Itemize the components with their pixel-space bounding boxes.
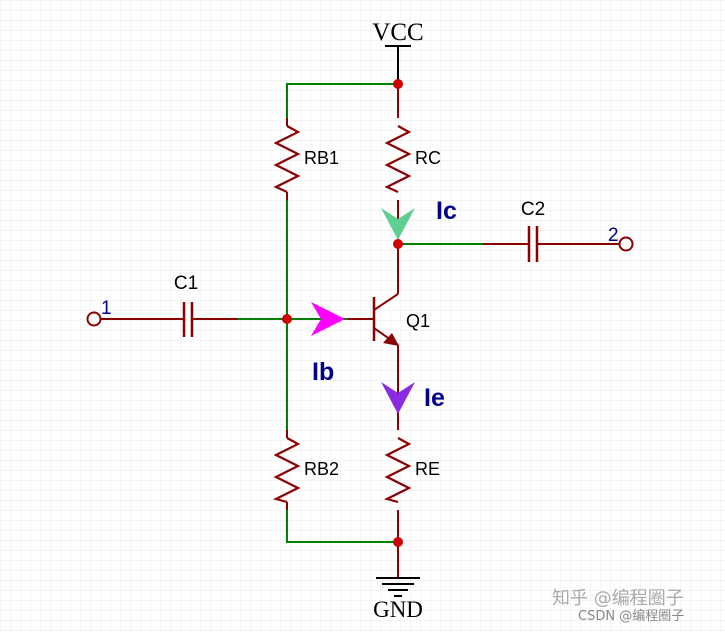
re-label: RE bbox=[415, 459, 440, 479]
port-1-label: 1 bbox=[101, 298, 112, 319]
c2-label: C2 bbox=[521, 199, 545, 220]
junction-collector bbox=[393, 239, 403, 249]
ib-arrow-icon bbox=[311, 302, 345, 336]
ground-icon bbox=[376, 577, 420, 597]
ie-label: Ie bbox=[424, 384, 445, 412]
ie-arrow-icon bbox=[381, 382, 415, 414]
junction-base bbox=[282, 314, 292, 324]
resistor-rb1[interactable] bbox=[273, 125, 301, 194]
wire-vcc-to-rb1 bbox=[286, 83, 398, 118]
rb2-label: RB2 bbox=[304, 459, 339, 479]
port-2-label: 2 bbox=[608, 225, 619, 246]
wire-rb2-to-gnd bbox=[286, 510, 398, 543]
emitter-arrow-icon bbox=[383, 333, 399, 346]
c1-label: C1 bbox=[174, 273, 198, 294]
transistor-q1[interactable] bbox=[348, 293, 399, 346]
rc-label: RC bbox=[415, 148, 441, 168]
vcc-symbol bbox=[385, 45, 411, 84]
gnd-label: GND bbox=[373, 597, 423, 622]
output-port-icon[interactable] bbox=[618, 236, 634, 252]
junction-vcc bbox=[393, 79, 403, 89]
ic-label: Ic bbox=[436, 197, 457, 225]
junctions bbox=[282, 79, 403, 547]
ic-arrow-icon bbox=[381, 208, 415, 240]
capacitor-c2[interactable] bbox=[527, 226, 539, 262]
watermark-csdn: CSDN @编程圈子 bbox=[578, 609, 684, 624]
resistor-rb2[interactable] bbox=[272, 437, 301, 504]
input-port-icon[interactable] bbox=[86, 311, 102, 327]
resistor-re[interactable] bbox=[383, 437, 412, 504]
junction-gnd bbox=[393, 537, 403, 547]
resistor-rc[interactable] bbox=[384, 125, 412, 194]
rb1-label: RB1 bbox=[304, 148, 339, 168]
q1-label: Q1 bbox=[406, 311, 430, 331]
ib-label: Ib bbox=[312, 358, 334, 386]
vcc-label: VCC bbox=[372, 19, 423, 46]
capacitor-c1[interactable] bbox=[182, 302, 194, 337]
watermark-zhihu: 知乎 @编程圈子 bbox=[552, 588, 684, 609]
